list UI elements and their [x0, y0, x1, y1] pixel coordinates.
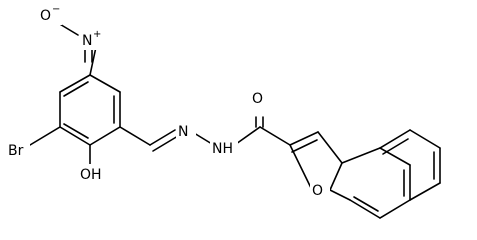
bond-ring1-c	[89, 126, 121, 146]
bond-furan-c2-c3	[289, 131, 319, 146]
bond-ch-n-double-b	[152, 135, 179, 152]
bond-furan-c3-c3a	[317, 131, 343, 164]
atom-oh: OH	[80, 167, 102, 183]
atom-bg-oh	[78, 164, 106, 184]
bond-naph-e	[349, 199, 381, 219]
bond-naph-a	[341, 147, 381, 164]
atom-bg-br	[6, 140, 30, 160]
bond-ch-n-double-a	[149, 129, 176, 146]
bond-n-ring	[89, 46, 97, 76]
bond-ring1-a	[89, 74, 121, 93]
bond-naph-f	[329, 189, 351, 201]
bond-c-br	[29, 126, 61, 146]
atom-nh: NH	[212, 141, 233, 157]
atom-bg-nh	[210, 138, 238, 158]
atom-bg-o-carbonyl	[250, 88, 270, 108]
atom-bg-o-furan	[310, 180, 330, 200]
atom-o-minus: O	[40, 8, 51, 24]
atom-bg-n-imine	[176, 121, 196, 141]
bond-furan-c3a-c9b	[329, 162, 343, 191]
bond-naph-r4	[409, 182, 441, 201]
bond-furan-c2-c3-inner	[291, 139, 318, 153]
bond-carbonyl-furan	[259, 126, 291, 146]
atom-n-nitro: N	[82, 33, 92, 49]
charge-minus: −	[52, 4, 60, 15]
atom-br: Br	[8, 143, 24, 159]
bond-naph-r1-inner	[382, 138, 409, 155]
bond-naph-b	[379, 147, 411, 166]
bond-n-nh	[193, 132, 213, 145]
bond-ring1-d	[59, 126, 91, 146]
charge-plus: +	[93, 29, 101, 40]
bond-ring-ch	[119, 126, 151, 146]
atom-o-furan: O	[312, 183, 323, 199]
bond-furan-o-c2	[289, 144, 313, 191]
bond-naph-d	[379, 199, 411, 219]
atom-bg-o-minus	[38, 5, 62, 25]
bond-ring1-f-inner	[63, 81, 89, 97]
bond-naph-r2	[409, 129, 441, 149]
bond-ring1-d-inner	[63, 123, 89, 139]
bond-nh-carbonyl	[235, 126, 261, 145]
bond-ring1-f	[59, 74, 91, 93]
atom-labels: O − N + Br OH N NH O O	[6, 4, 330, 200]
atom-o-carbonyl: O	[252, 91, 263, 107]
atom-n-imine: N	[178, 124, 188, 140]
bond-naph-e-inner	[353, 196, 379, 212]
bond-naph-r1	[379, 129, 411, 149]
bond-lines	[29, 19, 441, 219]
atom-bg-n-nitro	[80, 30, 102, 50]
